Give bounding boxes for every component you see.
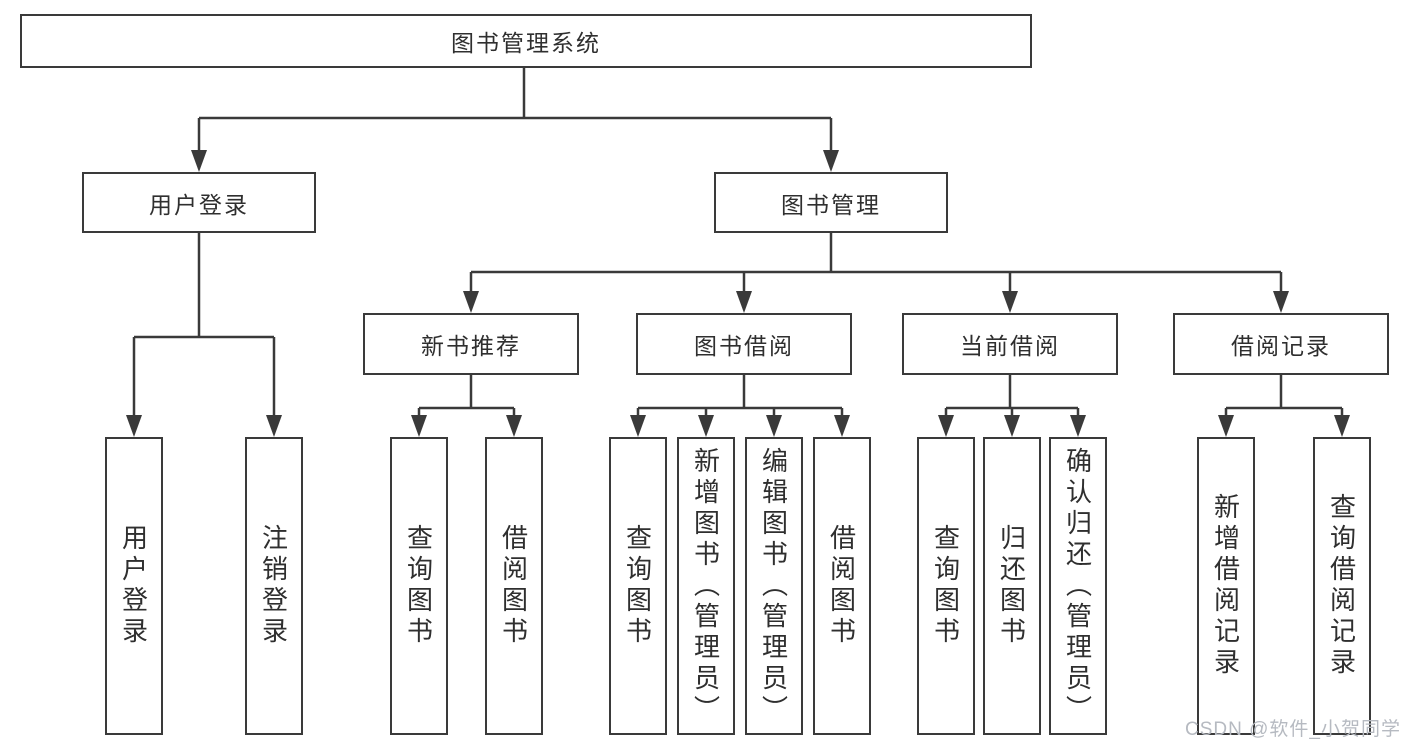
node-book-borrowing: 图书借阅	[636, 313, 852, 375]
node-leaf-edit-books-admin: 编辑图书（管理员）	[745, 437, 803, 735]
node-leaf-borrow-books: 借阅图书	[813, 437, 871, 735]
node-leaf-search-borrow-record: 查询借阅记录	[1313, 437, 1371, 735]
node-leaf-add-books-admin: 新增图书（管理员）	[677, 437, 735, 735]
node-leaf-borrow-books-recommend: 借阅图书	[485, 437, 543, 735]
node-leaf-user-login: 用户登录	[105, 437, 163, 735]
node-leaf-return-books: 归还图书	[983, 437, 1041, 735]
node-leaf-add-borrow-record: 新增借阅记录	[1197, 437, 1255, 735]
node-root-library-system: 图书管理系统	[20, 14, 1032, 68]
node-leaf-confirm-return-admin: 确认归还（管理员）	[1049, 437, 1107, 735]
csdn-watermark: CSDN @软件_小贺同学	[1185, 719, 1401, 740]
node-new-book-recommend: 新书推荐	[363, 313, 579, 375]
node-current-borrowing: 当前借阅	[902, 313, 1118, 375]
node-leaf-search-books-current: 查询图书	[917, 437, 975, 735]
node-user-login: 用户登录	[82, 172, 316, 233]
node-leaf-search-books-borrowing: 查询图书	[609, 437, 667, 735]
node-book-management: 图书管理	[714, 172, 948, 233]
node-leaf-search-books-recommend: 查询图书	[390, 437, 448, 735]
node-borrowing-records: 借阅记录	[1173, 313, 1389, 375]
node-leaf-logout: 注销登录	[245, 437, 303, 735]
